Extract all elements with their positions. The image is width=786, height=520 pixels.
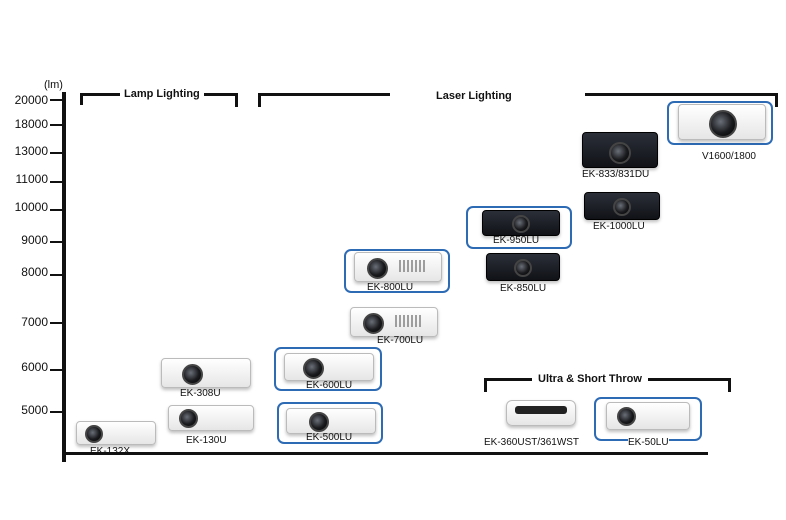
x-axis-line bbox=[66, 452, 708, 455]
highlight-ek-950lu bbox=[466, 206, 572, 249]
vent-grille bbox=[395, 315, 421, 327]
model-label-ek-1000lu: EK-1000LU bbox=[593, 221, 645, 232]
lens-icon bbox=[613, 198, 631, 216]
projector-ek-500lu bbox=[286, 408, 376, 434]
y-tick-mark bbox=[50, 181, 62, 183]
lens-icon bbox=[609, 142, 631, 164]
highlight-ek-600lu bbox=[274, 347, 382, 391]
lens-icon bbox=[514, 259, 532, 277]
projector-v1600-1800 bbox=[678, 104, 766, 140]
y-tick-label: 13000 bbox=[14, 144, 48, 158]
model-label-ek-833-831du: EK-833/831DU bbox=[582, 169, 650, 180]
lens-icon bbox=[182, 364, 203, 385]
ust-bracket-right bbox=[728, 378, 731, 392]
lens-icon bbox=[85, 425, 103, 443]
y-tick-mark bbox=[50, 411, 62, 413]
highlight-ek-800lu bbox=[344, 249, 450, 293]
projector-ek-833-831du bbox=[582, 132, 658, 168]
projector-ek-50lu bbox=[606, 402, 690, 430]
projector-ek-132x bbox=[76, 421, 156, 445]
y-tick-mark bbox=[50, 241, 62, 243]
y-tick-mark bbox=[50, 322, 62, 324]
model-label-ek-130u: EK-130U bbox=[186, 435, 227, 446]
y-tick-mark bbox=[50, 274, 62, 276]
lens-icon bbox=[179, 409, 198, 428]
laser-bracket-left-segment bbox=[258, 93, 390, 96]
model-label-ek-360ust-361wst: EK-360UST/361WST bbox=[484, 437, 580, 448]
model-label-v1600-1800: V1600/1800 bbox=[702, 151, 756, 162]
lens-icon bbox=[709, 110, 737, 138]
vent-grille bbox=[399, 260, 425, 272]
model-label-ek-600lu: EK-600LU bbox=[306, 380, 353, 391]
lamp-bracket-left bbox=[80, 93, 83, 105]
model-label-ek-132x: EK-132X bbox=[90, 446, 131, 457]
highlight-v1600-1800 bbox=[667, 101, 773, 145]
model-label-ek-800lu: EK-800LU bbox=[367, 282, 414, 293]
model-label-ek-50lu: EK-50LU bbox=[628, 437, 669, 448]
model-label-ek-308u: EK-308U bbox=[180, 388, 221, 399]
y-tick-label: 18000 bbox=[14, 117, 48, 131]
lamp-lighting-label: Lamp Lighting bbox=[120, 88, 204, 100]
y-tick-label: 5000 bbox=[21, 403, 48, 417]
ust-label: Ultra & Short Throw bbox=[532, 373, 648, 385]
y-axis-line bbox=[62, 92, 66, 462]
projector-ek-360ust-361wst bbox=[506, 400, 576, 426]
lens-icon bbox=[617, 407, 636, 426]
lens-icon bbox=[512, 215, 530, 233]
lens-icon bbox=[309, 412, 329, 432]
projector-ek-950lu bbox=[482, 210, 560, 236]
laser-lighting-label: Laser Lighting bbox=[436, 90, 512, 102]
lamp-bracket-right bbox=[235, 93, 238, 107]
y-tick-mark bbox=[50, 152, 62, 154]
y-tick-label: 10000 bbox=[14, 200, 48, 214]
model-label-ek-850lu: EK-850LU bbox=[500, 283, 547, 294]
y-axis-unit: (lm) bbox=[44, 79, 63, 91]
lens-icon bbox=[303, 358, 324, 379]
y-tick-mark bbox=[50, 99, 62, 101]
projector-ek-800lu bbox=[354, 252, 442, 282]
projector-ek-308u bbox=[161, 358, 251, 388]
y-tick-label: 6000 bbox=[21, 360, 48, 374]
lens-icon bbox=[363, 313, 384, 334]
y-tick-label: 9000 bbox=[21, 233, 48, 247]
projector-ek-130u bbox=[168, 405, 254, 431]
projector-ek-850lu bbox=[486, 253, 560, 281]
projector-ek-600lu bbox=[284, 353, 374, 381]
model-label-ek-700lu: EK-700LU bbox=[377, 335, 424, 346]
y-tick-label: 11000 bbox=[15, 172, 48, 186]
y-tick-label: 7000 bbox=[21, 315, 48, 329]
y-tick-mark bbox=[50, 369, 62, 371]
ust-top-panel bbox=[515, 406, 567, 414]
model-label-ek-950lu: EK-950LU bbox=[493, 235, 540, 246]
ust-bracket-left bbox=[484, 378, 487, 392]
y-tick-label: 8000 bbox=[21, 265, 48, 279]
projector-ek-700lu bbox=[350, 307, 438, 337]
projector-ek-1000lu bbox=[584, 192, 660, 220]
laser-bracket-left bbox=[258, 93, 261, 107]
y-tick-label: 20000 bbox=[14, 93, 48, 107]
y-tick-mark bbox=[50, 209, 62, 211]
highlight-ek-500lu bbox=[277, 402, 383, 444]
laser-bracket-right-segment bbox=[585, 93, 778, 96]
laser-bracket-right bbox=[775, 93, 778, 107]
y-tick-mark bbox=[50, 124, 62, 126]
model-label-ek-500lu: EK-500LU bbox=[306, 432, 353, 443]
lens-icon bbox=[367, 258, 388, 279]
